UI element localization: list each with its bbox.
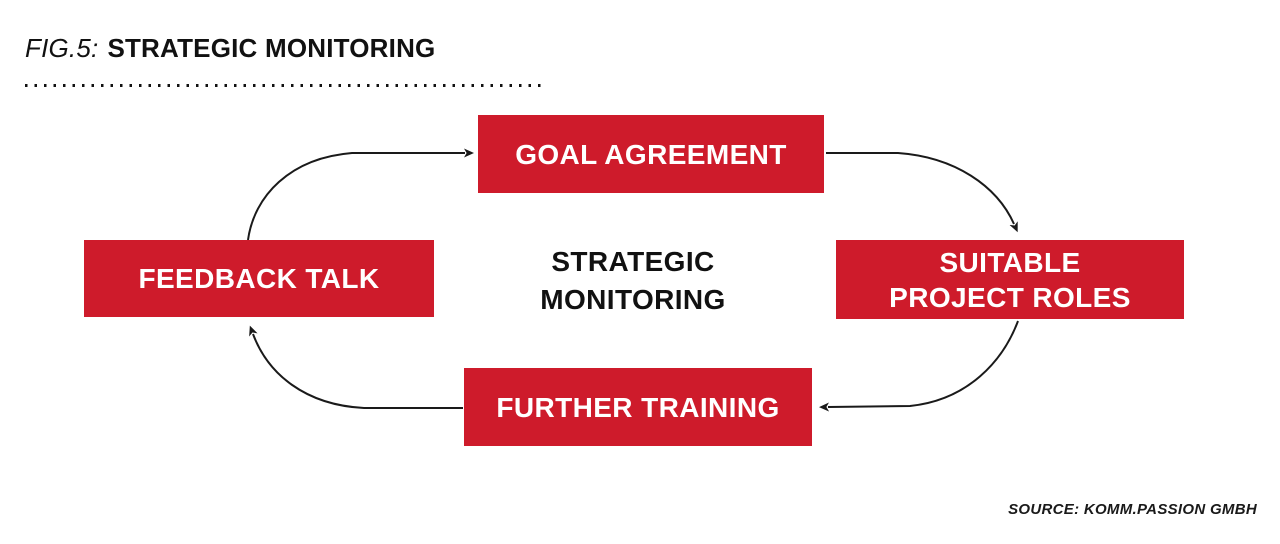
node-further-training: FURTHER TRAINING [464,368,812,446]
center-label: STRATEGIC MONITORING [493,243,773,319]
dotted-divider [25,84,541,87]
arrow-feedback-to-goal [247,148,474,241]
figure-title: FIG.5: STRATEGIC MONITORING [25,33,435,63]
center-label-line2: MONITORING [540,284,726,315]
node-suitable-project-roles: SUITABLE PROJECT ROLES [836,240,1184,319]
source-attribution: SOURCE: KOMM.PASSION GMBH [1008,501,1257,518]
node-feedback-talk: FEEDBACK TALK [84,240,434,317]
center-label-line1: STRATEGIC [551,246,715,277]
node-goal-agreement-label: GOAL AGREEMENT [515,138,787,170]
figure-title-text: STRATEGIC MONITORING [107,33,436,63]
arrow-further-to-feedback [249,325,463,409]
arrow-suitable-to-further [819,320,1019,412]
arrow-goal-to-suitable [826,152,1018,233]
node-further-training-label: FURTHER TRAINING [496,391,780,423]
figure-number-label: FIG.5: [25,33,99,63]
node-suitable-project-roles-line1: SUITABLE [939,246,1081,278]
node-feedback-talk-label: FEEDBACK TALK [138,263,380,294]
node-suitable-project-roles-line2: PROJECT ROLES [889,281,1131,313]
node-goal-agreement: GOAL AGREEMENT [478,115,824,193]
